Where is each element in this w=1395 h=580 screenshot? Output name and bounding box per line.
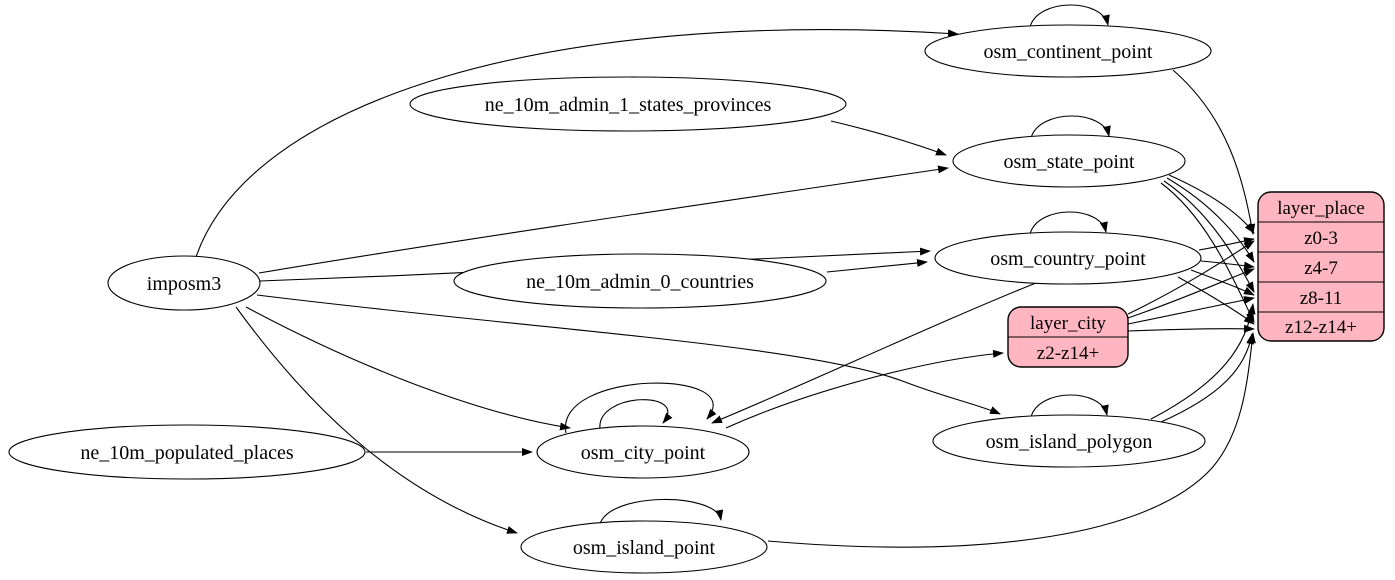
self-loop-osm-city-point-outer	[565, 382, 717, 434]
edge-layer-city-layer-place-z4-7	[1127, 268, 1255, 319]
edge-osm-island-point-layer-place-z12-z14	[767, 332, 1256, 548]
record-layer-city: layer_city z2-z14+	[1007, 306, 1129, 368]
node-osm-state-point: osm_state_point	[952, 134, 1186, 188]
edge-ne10m-admin1-osm-state-point	[830, 120, 947, 156]
record-layer-place-row-z8-11: z8-11	[1300, 288, 1343, 309]
node-osm-city-point: osm_city_point	[536, 425, 750, 479]
node-osm-city-point-label: osm_city_point	[581, 442, 706, 464]
edge-osm-state-point-layer-place-z8-11	[1163, 180, 1255, 293]
node-imposm3-label: imposm3	[147, 273, 221, 295]
edge-osm-country-point-layer-place-z0-3	[1198, 237, 1255, 251]
node-ne-10m-populated-places-label: ne_10m_populated_places	[80, 442, 293, 464]
edge-osm-island-polygon-layer-place-z8-11	[1150, 303, 1256, 420]
node-osm-city-point-shape	[536, 425, 750, 479]
node-ne-10m-admin-1-shape	[409, 76, 847, 132]
node-ne-10m-populated-places-shape	[8, 424, 366, 480]
record-layer-place-row-z4-7: z4-7	[1304, 258, 1338, 279]
node-osm-island-polygon: osm_island_polygon	[932, 414, 1206, 468]
edge-osm-country-point-layer-place-z8-11	[1190, 269, 1255, 296]
self-loop-osm-island-point	[599, 498, 724, 525]
node-osm-state-point-label: osm_state_point	[1003, 151, 1135, 173]
record-layer-place-box	[1257, 191, 1385, 342]
edge-osm-country-point-layer-place-z4-7	[1200, 260, 1255, 270]
edge-osm-continent-point-layer-place-z0-3	[1172, 69, 1256, 235]
node-osm-island-point-label: osm_island_point	[573, 537, 716, 559]
edge-osm-country-point-osm-city-point	[711, 280, 1042, 424]
edge-layer-city-layer-place-z0-3	[1127, 240, 1255, 315]
self-loop-osm-island-polygon	[1030, 394, 1109, 418]
node-osm-continent-point-shape	[924, 24, 1212, 78]
edge-layer-city-layer-place-z8-11	[1127, 296, 1255, 325]
node-osm-country-point: osm_country_point	[934, 231, 1202, 285]
node-osm-state-point-shape	[952, 134, 1186, 188]
edge-ne10m-admin0-osm-country-point	[826, 258, 928, 273]
record-layer-city-title: layer_city	[1030, 313, 1106, 334]
self-loop-osm-city-point-inner	[599, 399, 673, 430]
self-loop-osm-continent-point	[1029, 4, 1110, 28]
node-ne-10m-populated-places: ne_10m_populated_places	[8, 424, 366, 480]
edge-imposm3-osm-island-polygon	[256, 294, 1001, 415]
edge-imposm3-osm-continent-point	[195, 29, 959, 258]
node-osm-island-polygon-label: osm_island_polygon	[986, 431, 1153, 453]
node-osm-country-point-label: osm_country_point	[990, 248, 1146, 270]
node-osm-country-point-shape	[934, 231, 1202, 285]
edge-osm-city-point-layer-city	[725, 349, 1004, 429]
node-osm-island-point: osm_island_point	[520, 520, 768, 574]
node-osm-continent-point-label: osm_continent_point	[984, 41, 1153, 63]
node-ne-10m-admin-0-label: ne_10m_admin_0_countries	[526, 271, 754, 293]
edge-layer-city-layer-place-z12-z14	[1127, 324, 1255, 333]
edge-osm-island-polygon-layer-place-z12-z14	[1160, 333, 1255, 423]
node-imposm3-shape	[107, 255, 261, 311]
edge-osm-state-point-layer-place-z12-z14	[1160, 182, 1255, 323]
edge-imposm3-osm-city-point	[245, 306, 571, 431]
node-imposm3: imposm3	[107, 255, 261, 311]
node-osm-island-polygon-shape	[932, 414, 1206, 468]
node-ne-10m-admin-1-states-provinces: ne_10m_admin_1_states_provinces	[409, 76, 847, 132]
edge-osm-state-point-layer-place-z0-3	[1168, 174, 1255, 234]
node-osm-continent-point: osm_continent_point	[924, 24, 1212, 78]
node-ne-10m-admin-1-label: ne_10m_admin_1_states_provinces	[485, 94, 772, 116]
edges	[195, 4, 1256, 548]
edge-imposm3-osm-state-point	[258, 165, 949, 274]
record-layer-place-row-z12-z14: z12-z14+	[1285, 317, 1357, 338]
record-layer-city-row-z2-z14: z2-z14+	[1037, 343, 1099, 364]
record-layer-place: layer_place z0-3 z4-7 z8-11 z12-z14+	[1257, 191, 1385, 342]
edge-osm-state-point-layer-place-z4-7	[1166, 177, 1255, 263]
node-ne-10m-admin-0-shape	[453, 253, 827, 309]
record-layer-place-row-z0-3: z0-3	[1304, 228, 1338, 249]
node-osm-island-point-shape	[520, 520, 768, 574]
node-ne-10m-admin-0-countries: ne_10m_admin_0_countries	[453, 253, 827, 309]
self-loop-osm-state-point	[1030, 115, 1111, 139]
record-layer-place-title: layer_place	[1277, 198, 1365, 219]
self-loop-osm-country-point	[1029, 211, 1108, 235]
edge-imposm3-osm-island-point	[235, 306, 518, 534]
